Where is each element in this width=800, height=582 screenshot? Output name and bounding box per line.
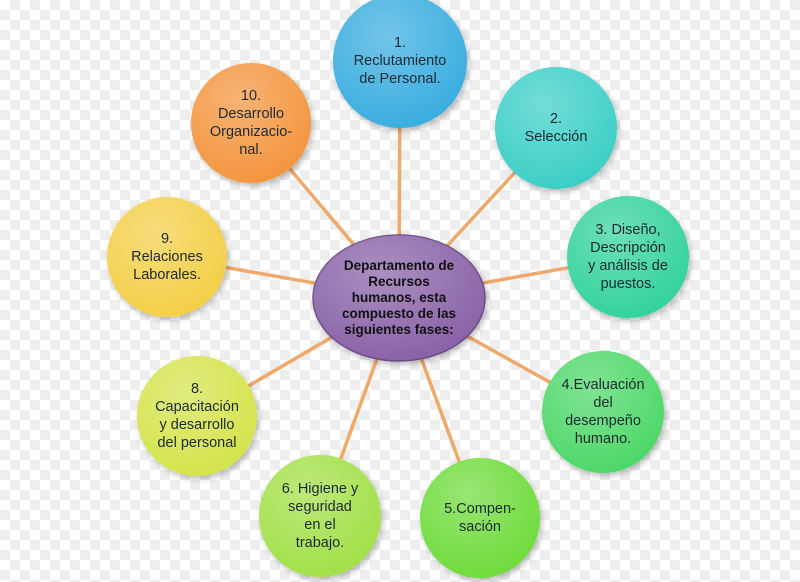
phase-node-gloss bbox=[567, 196, 689, 318]
phase-node-gloss bbox=[542, 351, 664, 473]
phase-node-gloss bbox=[495, 67, 617, 189]
phase-node-gloss bbox=[191, 63, 311, 183]
phase-node-gloss bbox=[259, 455, 381, 577]
phase-node-gloss bbox=[107, 197, 227, 317]
phase-node-gloss bbox=[333, 0, 467, 128]
phase-node-gloss bbox=[137, 356, 257, 476]
nodes bbox=[107, 0, 689, 578]
center-node-gloss bbox=[313, 235, 485, 361]
phase-node-gloss bbox=[420, 458, 540, 578]
